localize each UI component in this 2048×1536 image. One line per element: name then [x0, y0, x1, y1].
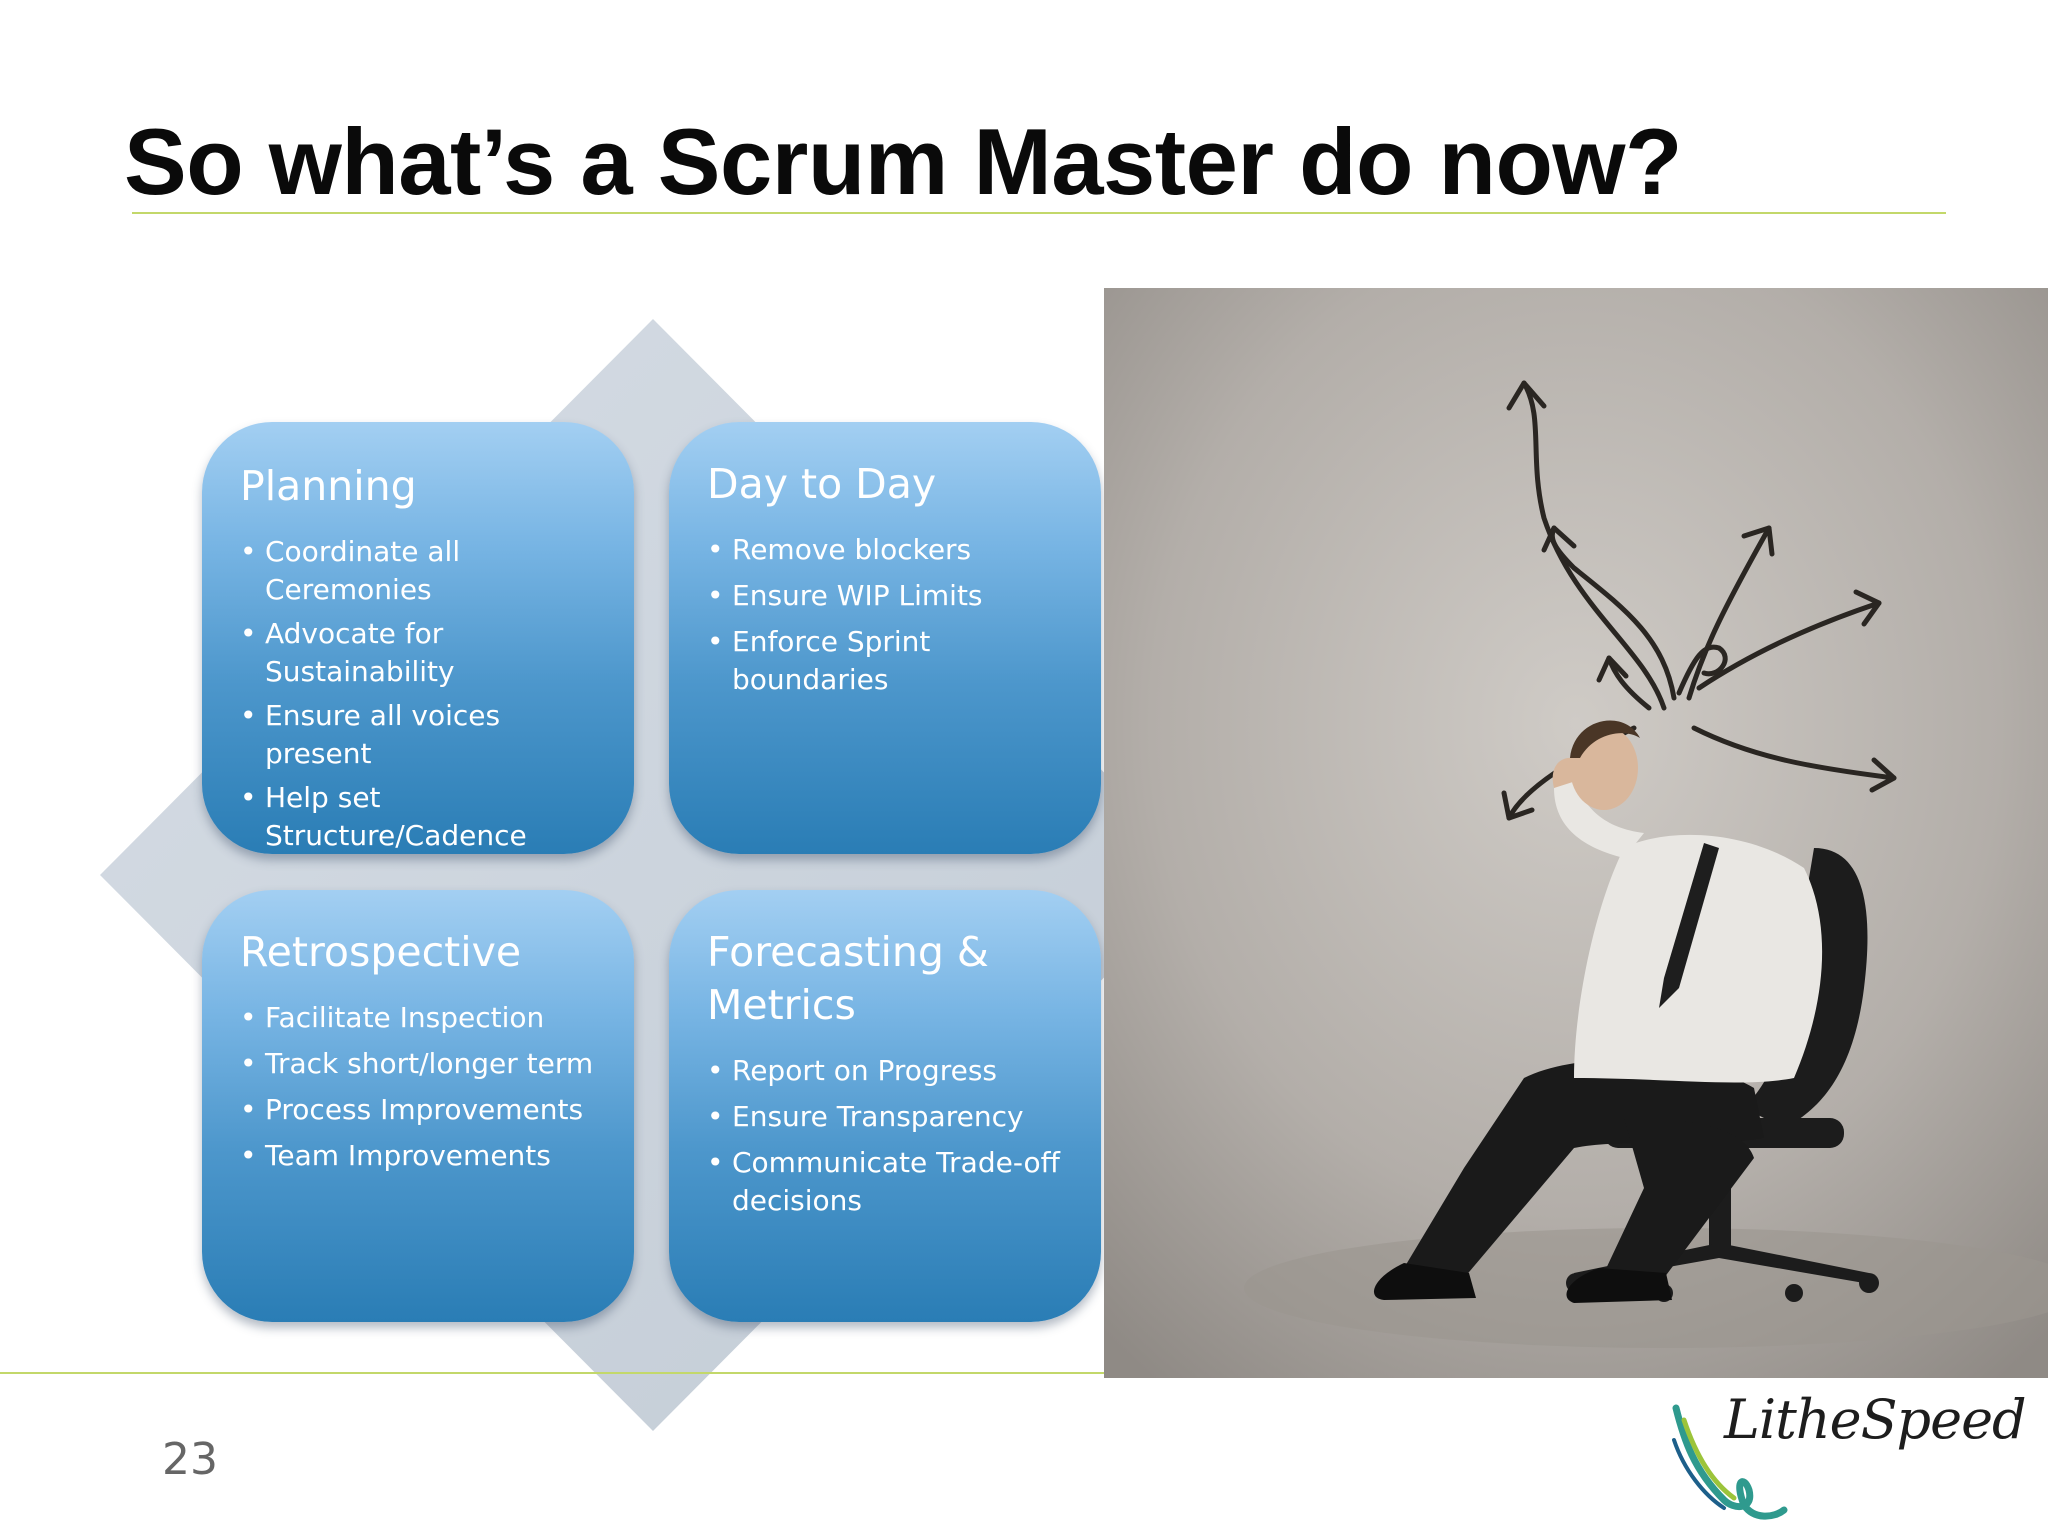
lithespeed-logo: LitheSpeed	[1664, 1380, 2027, 1526]
slide-title: So what’s a Scrum Master do now?	[124, 109, 1682, 214]
list-item: Ensure all voices present	[240, 697, 604, 773]
day-to-day-list: Remove blockers Ensure WIP Limits Enforc…	[707, 531, 1071, 699]
forecasting-list: Report on Progress Ensure Transparency C…	[707, 1052, 1071, 1220]
list-item: Coordinate all Ceremonies	[240, 533, 604, 609]
forecasting-box: Forecasting & Metrics Report on Progress…	[669, 890, 1101, 1322]
logo-swoosh-icon	[1672, 1404, 1788, 1520]
list-item: Facilitate Inspection	[240, 999, 604, 1037]
list-item: Remove blockers	[707, 531, 1071, 569]
list-item: Communicate Trade-off decisions	[707, 1144, 1071, 1220]
title-divider	[132, 212, 1946, 214]
logo-text: LitheSpeed	[1724, 1388, 2027, 1451]
planning-title: Planning	[240, 462, 417, 510]
list-item: Help set Structure/Cadence	[240, 779, 604, 855]
planning-box: Planning Coordinate all Ceremonies Advoc…	[202, 422, 634, 854]
day-to-day-box: Day to Day Remove blockers Ensure WIP Li…	[669, 422, 1101, 854]
day-to-day-title: Day to Day	[707, 460, 937, 508]
businessman-photo	[1104, 288, 2048, 1378]
footer-divider	[0, 1372, 1104, 1374]
retrospective-title: Retrospective	[240, 928, 522, 976]
list-item: Report on Progress	[707, 1052, 1071, 1090]
list-item: Ensure WIP Limits	[707, 577, 1071, 615]
page-number: 23	[162, 1434, 218, 1485]
list-item: Process Improvements	[240, 1091, 604, 1129]
forecasting-title: Forecasting & Metrics	[707, 928, 989, 1029]
list-item: Ensure Transparency	[707, 1098, 1071, 1136]
list-item: Track short/longer term	[240, 1045, 604, 1083]
planning-list: Coordinate all Ceremonies Advocate for S…	[240, 533, 604, 855]
shirt	[1574, 834, 1823, 1083]
trousers	[1404, 1059, 1764, 1278]
retrospective-list: Facilitate Inspection Track short/longer…	[240, 999, 604, 1175]
list-item: Advocate for Sustainability	[240, 615, 604, 691]
tie	[1659, 843, 1719, 1008]
list-item: Enforce Sprint boundaries	[707, 623, 1071, 699]
list-item: Team Improvements	[240, 1137, 604, 1175]
retrospective-box: Retrospective Facilitate Inspection Trac…	[202, 890, 634, 1322]
